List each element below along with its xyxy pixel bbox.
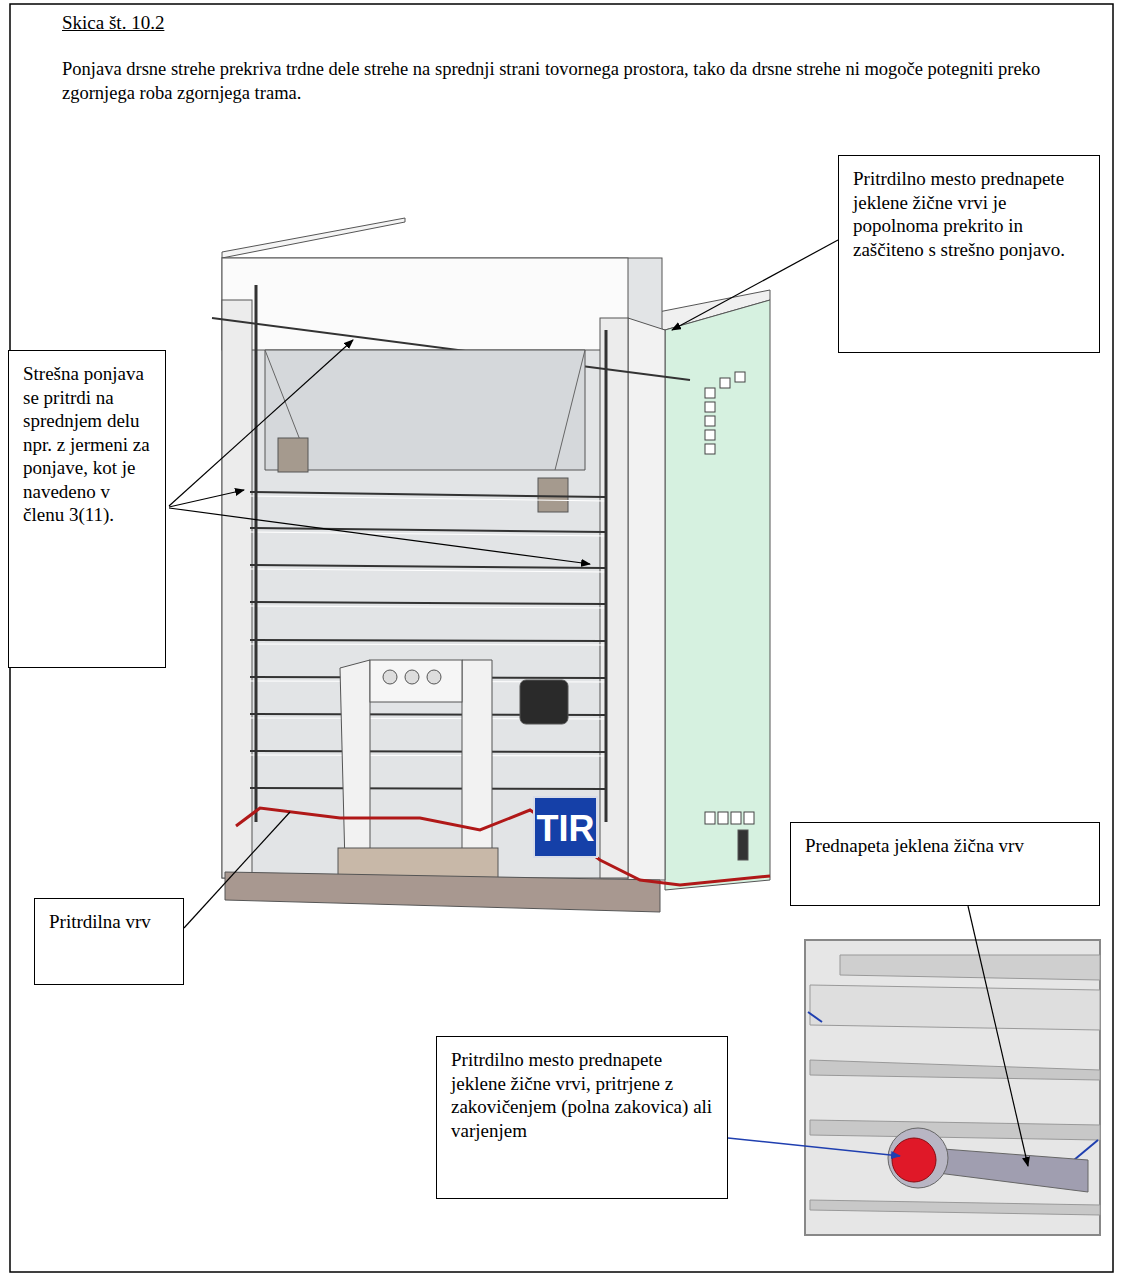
callout-box: Prednapeta jeklena žična vrv: [790, 822, 1100, 906]
callout-box: Strešna ponjava se pritrdi na sprednjem …: [8, 350, 166, 668]
figure-title: Skica št. 10.2: [62, 12, 164, 34]
callout-box: Pritrdilno mesto prednapete jeklene žičn…: [838, 155, 1100, 353]
callout-text: Strešna ponjava se pritrdi na sprednjem …: [23, 362, 153, 527]
figure-description: Ponjava drsne strehe prekriva trdne dele…: [62, 57, 1042, 105]
leader-line: [728, 1138, 900, 1156]
callout-text: Pritrdilno mesto prednapete jeklene žičn…: [853, 167, 1087, 261]
callout-box: Pritrdilno mesto prednapete jeklene žičn…: [436, 1036, 728, 1199]
detail-inset: [805, 940, 1100, 1235]
callout-box: Pritrdilna vrv: [34, 898, 184, 985]
leader-lines: [169, 240, 1028, 1166]
callout-text: Pritrdilna vrv: [49, 910, 171, 934]
tir-cord: [236, 808, 770, 885]
callout-text: Prednapeta jeklena žična vrv: [805, 834, 1087, 858]
tir-plate: TIR: [533, 796, 598, 858]
callout-text: Pritrdilno mesto prednapete jeklene žičn…: [451, 1048, 715, 1142]
page-frame: [10, 4, 1113, 1272]
